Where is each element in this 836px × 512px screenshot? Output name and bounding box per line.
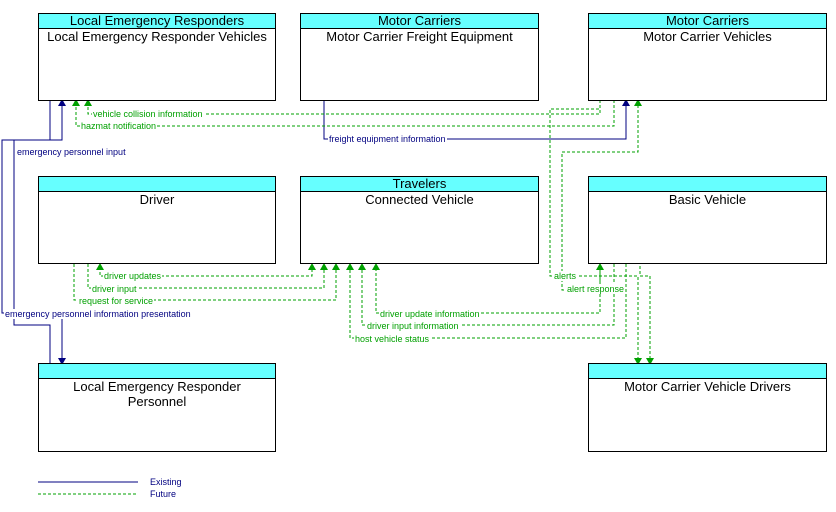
- flow-driver-input-information: [361, 264, 615, 326]
- node-ler-vehicles[interactable]: Local Emergency Responders Local Emergen…: [38, 13, 276, 101]
- node-mc-freight[interactable]: Motor Carriers Motor Carrier Freight Equ…: [300, 13, 539, 101]
- node-mc-vehicles[interactable]: Motor Carriers Motor Carrier Vehicles: [588, 13, 827, 101]
- flow-driver-input: [87, 264, 325, 289]
- label-driver-updates: driver updates: [103, 271, 163, 281]
- label-request-for-service: request for service: [78, 296, 155, 306]
- label-alerts: alerts: [553, 271, 578, 281]
- flow-request-for-service: [73, 264, 337, 301]
- flow-driver-update-information: [375, 264, 601, 314]
- node-category: [589, 177, 826, 192]
- node-title: Local Emergency Responder Vehicles: [47, 29, 267, 44]
- node-title: Driver: [139, 192, 175, 207]
- label-host-vehicle-status: host vehicle status: [354, 334, 431, 344]
- node-mc-drivers[interactable]: Motor Carrier Vehicle Drivers: [588, 363, 827, 452]
- node-basic-vehicle[interactable]: Basic Vehicle: [588, 176, 827, 264]
- node-title: Basic Vehicle: [668, 192, 747, 207]
- label-driver-update-information: driver update information: [379, 309, 481, 319]
- flow-alerts: [549, 100, 639, 362]
- node-title: Connected Vehicle: [365, 192, 474, 207]
- flow-hazmat-notification: [75, 100, 615, 127]
- node-category: Local Emergency Responders: [39, 14, 275, 29]
- node-category: [39, 177, 275, 192]
- node-header-strip: [589, 364, 826, 379]
- node-title: Motor Carrier Freight Equipment: [326, 29, 513, 44]
- node-category: Motor Carriers: [589, 14, 826, 29]
- label-freight-equipment-information: freight equipment information: [328, 134, 447, 144]
- flow-emergency-personnel-information-presentation: [1, 100, 63, 362]
- label-driver-input: driver input: [91, 284, 138, 294]
- label-emergency-personnel-input: emergency personnel input: [16, 147, 127, 157]
- node-title: Motor Carrier Vehicle Drivers: [624, 379, 791, 394]
- node-category: Travelers: [301, 177, 538, 192]
- node-title: Local Emergency Responder Personnel: [73, 379, 241, 409]
- label-alert-response: alert response: [566, 284, 626, 294]
- legend-future-label: Future: [150, 489, 177, 499]
- node-connected-vehicle[interactable]: Travelers Connected Vehicle: [300, 176, 539, 264]
- node-category: Motor Carriers: [301, 14, 538, 29]
- node-driver[interactable]: Driver: [38, 176, 276, 264]
- flow-host-vehicle-status: [349, 264, 627, 339]
- label-emergency-personnel-information-presentation: emergency personnel information presenta…: [4, 309, 192, 319]
- flow-alert-response: [639, 264, 651, 364]
- flow-emergency-personnel-input: [13, 102, 63, 364]
- node-ler-personnel[interactable]: Local Emergency Responder Personnel: [38, 363, 276, 452]
- legend-existing-label: Existing: [150, 477, 182, 487]
- label-vehicle-collision-information: vehicle collision information: [92, 109, 204, 119]
- label-hazmat-notification: hazmat notification: [80, 121, 158, 131]
- label-driver-input-information: driver input information: [366, 321, 460, 331]
- node-title: Motor Carrier Vehicles: [643, 29, 772, 44]
- node-header-strip: [39, 364, 275, 379]
- flow-freight-equipment-information: [323, 100, 627, 140]
